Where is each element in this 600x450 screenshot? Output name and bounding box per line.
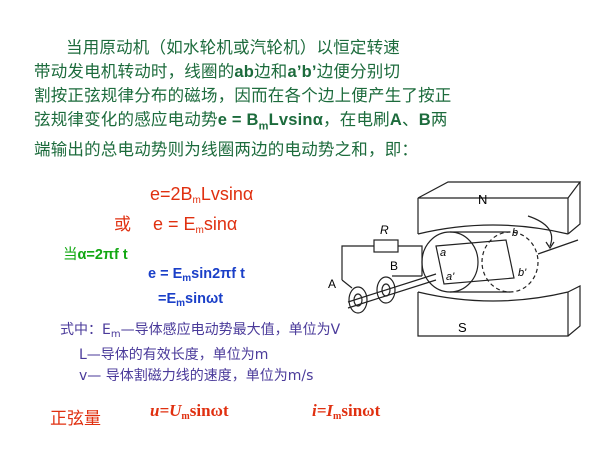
intro-line-4-text-a: 弦规律变化的感应电动势 bbox=[34, 109, 218, 129]
formula-3-part-b: α=2πf t bbox=[77, 247, 128, 263]
pole-n-label: N bbox=[478, 192, 487, 207]
formula-i-a: i=I bbox=[312, 401, 334, 420]
north-pole-face bbox=[417, 224, 569, 235]
formula-1-sub: m bbox=[192, 195, 201, 206]
intro-line-3: 割按正弦规律分布的磁场，因而在各个边上便产生了按正 bbox=[34, 84, 594, 108]
south-pole-body bbox=[417, 285, 581, 337]
intro-line-1-text: 当用原动机（如水轮机或汽轮机）以恒定转速 bbox=[66, 38, 400, 57]
coil-a-prime-label: a' bbox=[446, 271, 455, 283]
formula-e-2bmlv: e=2BmLvsinα bbox=[150, 184, 253, 206]
rotation-arrowhead bbox=[545, 241, 555, 250]
formula-4-part-c: sin2πf t bbox=[191, 266, 245, 282]
sinusoid-label: 正弦量 bbox=[50, 409, 101, 429]
intro-line-2-text-a: 带动发电机转动时，线圈的 bbox=[34, 61, 235, 81]
formula-alpha: 当α=2πf t bbox=[63, 243, 128, 264]
intro-line-3-text: 割按正弦规律分布的磁场，因而在各个边上便产生了按正 bbox=[34, 86, 452, 105]
slip-ring-b-inner bbox=[381, 283, 391, 297]
definition-l: L—导体的有效长度，单位为m bbox=[79, 347, 269, 363]
or-label: 或 bbox=[114, 215, 131, 235]
emf-formula-inline: e = BmLvsinα bbox=[217, 110, 324, 132]
formula-i: i=Imsinωt bbox=[312, 401, 380, 422]
intro-line-2-text-e: 边便分别切 bbox=[316, 61, 401, 81]
emf-formula-sub: m bbox=[258, 119, 269, 132]
coil-b-prime-label: b' bbox=[518, 267, 527, 279]
definition-em-a: 式中：E bbox=[60, 322, 111, 338]
intro-line-2: 带动发电机转动时，线圈的ab边和a’b’边便分别切 bbox=[34, 60, 594, 85]
slip-ring-a bbox=[348, 286, 368, 314]
intro-paragraph: 当用原动机（如水轮机或汽轮机）以恒定转速 带动发电机转动时，线圈的ab边和a’b… bbox=[34, 36, 594, 162]
formula-u: u=Umsinωt bbox=[150, 401, 229, 422]
formula-e-em-sin2pift: e = Emsin2πf t bbox=[148, 266, 245, 284]
intro-line-5: 端输出的总电动势则为线圈两边的电动势之和，即： bbox=[34, 138, 594, 162]
formula-2-part-a: e = E bbox=[153, 214, 196, 234]
formula-5-part-c: sinωt bbox=[185, 291, 224, 307]
formula-e-em-sin: 或 e = Emsinα bbox=[114, 210, 237, 236]
brush-a: A bbox=[389, 110, 402, 129]
shaft bbox=[347, 273, 437, 309]
coil-loop bbox=[435, 239, 515, 285]
slip-ring-a-inner bbox=[353, 293, 363, 307]
formula-2-part-c: sinα bbox=[203, 214, 238, 234]
definition-em-sub: m bbox=[110, 329, 121, 340]
formula-4-part-a: e = E bbox=[148, 266, 183, 282]
formula-5-part-a: =E bbox=[158, 291, 177, 307]
intro-line-4-text-e: ，在电刷 bbox=[323, 109, 390, 129]
south-pole-face bbox=[417, 291, 569, 302]
side-ab: ab bbox=[234, 62, 255, 81]
resistor bbox=[373, 239, 399, 253]
brush-leads bbox=[341, 275, 422, 289]
formula-u-c: sinωt bbox=[189, 401, 229, 420]
brush-b-label: B bbox=[390, 259, 398, 273]
intro-line-1: 当用原动机（如水轮机或汽轮机）以恒定转速 bbox=[34, 36, 594, 60]
intro-line-4: 弦规律变化的感应电动势e = BmLvsinα，在电刷A、B两 bbox=[34, 108, 594, 139]
side-a-prime-b-prime: a’b’ bbox=[287, 62, 317, 81]
definitions: 式中：Em—导体感应电动势最大值，单位为V L—导体的有效长度，单位为m v— … bbox=[60, 320, 340, 387]
diagram-lines bbox=[341, 181, 582, 337]
generator-figure: N S R A B a b a' b' bbox=[318, 176, 590, 350]
definition-em-c: —导体感应电动势最大值，单位为V bbox=[120, 322, 341, 338]
formula-2-sub: m bbox=[195, 225, 204, 236]
formula-1-part-a: e=2B bbox=[150, 184, 193, 204]
formula-i-sub: m bbox=[333, 411, 342, 422]
intro-line-4-sep: 、 bbox=[401, 109, 419, 129]
north-pole-top-face bbox=[417, 181, 582, 199]
emf-formula-part-2: Lvsinα bbox=[268, 110, 324, 129]
slip-ring-b bbox=[376, 276, 396, 304]
formula-5-sub: m bbox=[176, 298, 186, 309]
intro-line-5-text: 端输出的总电动势则为线圈两边的电动势之和，即： bbox=[34, 140, 419, 160]
rotor-sides bbox=[450, 231, 510, 293]
formula-i-c: sinωt bbox=[341, 401, 381, 420]
definition-em: 式中：Em—导体感应电动势最大值，单位为V bbox=[60, 320, 340, 345]
emf-formula-part-1: e = B bbox=[217, 110, 259, 129]
pole-s-label: S bbox=[458, 320, 467, 335]
formula-u-sub: m bbox=[181, 411, 190, 422]
coil-b-label: b bbox=[512, 227, 518, 239]
formula-u-a: u=U bbox=[150, 401, 182, 420]
generator-diagram: N S R A B a b a' b' bbox=[328, 181, 582, 337]
brush-b: B bbox=[418, 110, 431, 129]
shaft-rear bbox=[537, 239, 579, 255]
intro-line-4-text-i: 两 bbox=[430, 109, 448, 129]
definition-v: v— 导体割磁力线的速度，单位为m/s bbox=[79, 368, 314, 384]
formula-4-sub: m bbox=[182, 273, 192, 284]
intro-line-2-text-c: 边和 bbox=[254, 61, 288, 81]
resistor-label: R bbox=[380, 223, 389, 237]
brush-a-label: A bbox=[328, 277, 336, 291]
formula-1-part-c: Lvsinα bbox=[200, 184, 254, 204]
north-pole-body bbox=[417, 182, 581, 235]
formula-em-sinwt: =Emsinωt bbox=[158, 291, 223, 309]
coil-a-label: a bbox=[440, 247, 446, 259]
rotation-arc bbox=[527, 215, 553, 247]
formula-3-part-a: 当 bbox=[63, 247, 78, 263]
external-circuit bbox=[341, 245, 423, 280]
